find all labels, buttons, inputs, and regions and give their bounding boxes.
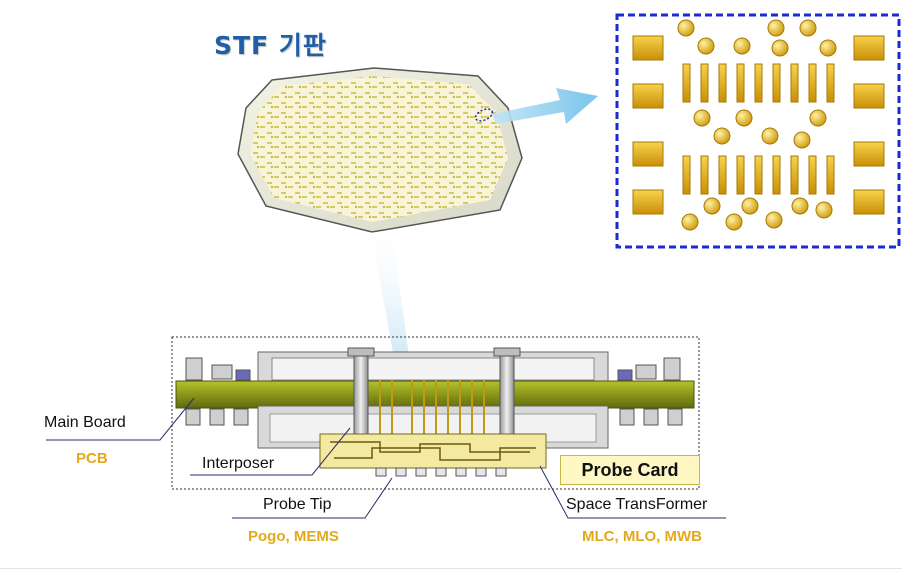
space-transformer xyxy=(319,433,547,469)
probe-card-frame xyxy=(171,336,700,490)
pcb-label: PCB xyxy=(76,450,108,467)
space-transformer-label: Space TransFormer xyxy=(566,496,708,513)
probe-tip-label: Probe Tip xyxy=(263,496,332,513)
lower-balls xyxy=(681,127,833,231)
wafer xyxy=(237,67,523,233)
probe-card-label: Probe Card xyxy=(560,455,700,485)
main-board-label: Main Board xyxy=(44,414,126,431)
probe-tip-types-label: Pogo, MEMS xyxy=(248,528,339,545)
wafer-highlight-region xyxy=(474,108,494,122)
side-pads xyxy=(632,35,885,215)
probe-card-assembly xyxy=(175,347,695,477)
leader-lines xyxy=(46,397,726,519)
interposer-label: Interposer xyxy=(202,455,275,472)
stf-zoom-panel xyxy=(615,13,901,249)
lower-traces xyxy=(682,155,835,195)
divider xyxy=(0,568,902,569)
upper-balls xyxy=(677,19,837,127)
space-transformer-types-label: MLC, MLO, MWB xyxy=(582,528,702,545)
page-title: STF 기판 xyxy=(214,31,327,60)
upper-traces xyxy=(682,63,835,103)
zoom-arrow xyxy=(492,88,598,124)
